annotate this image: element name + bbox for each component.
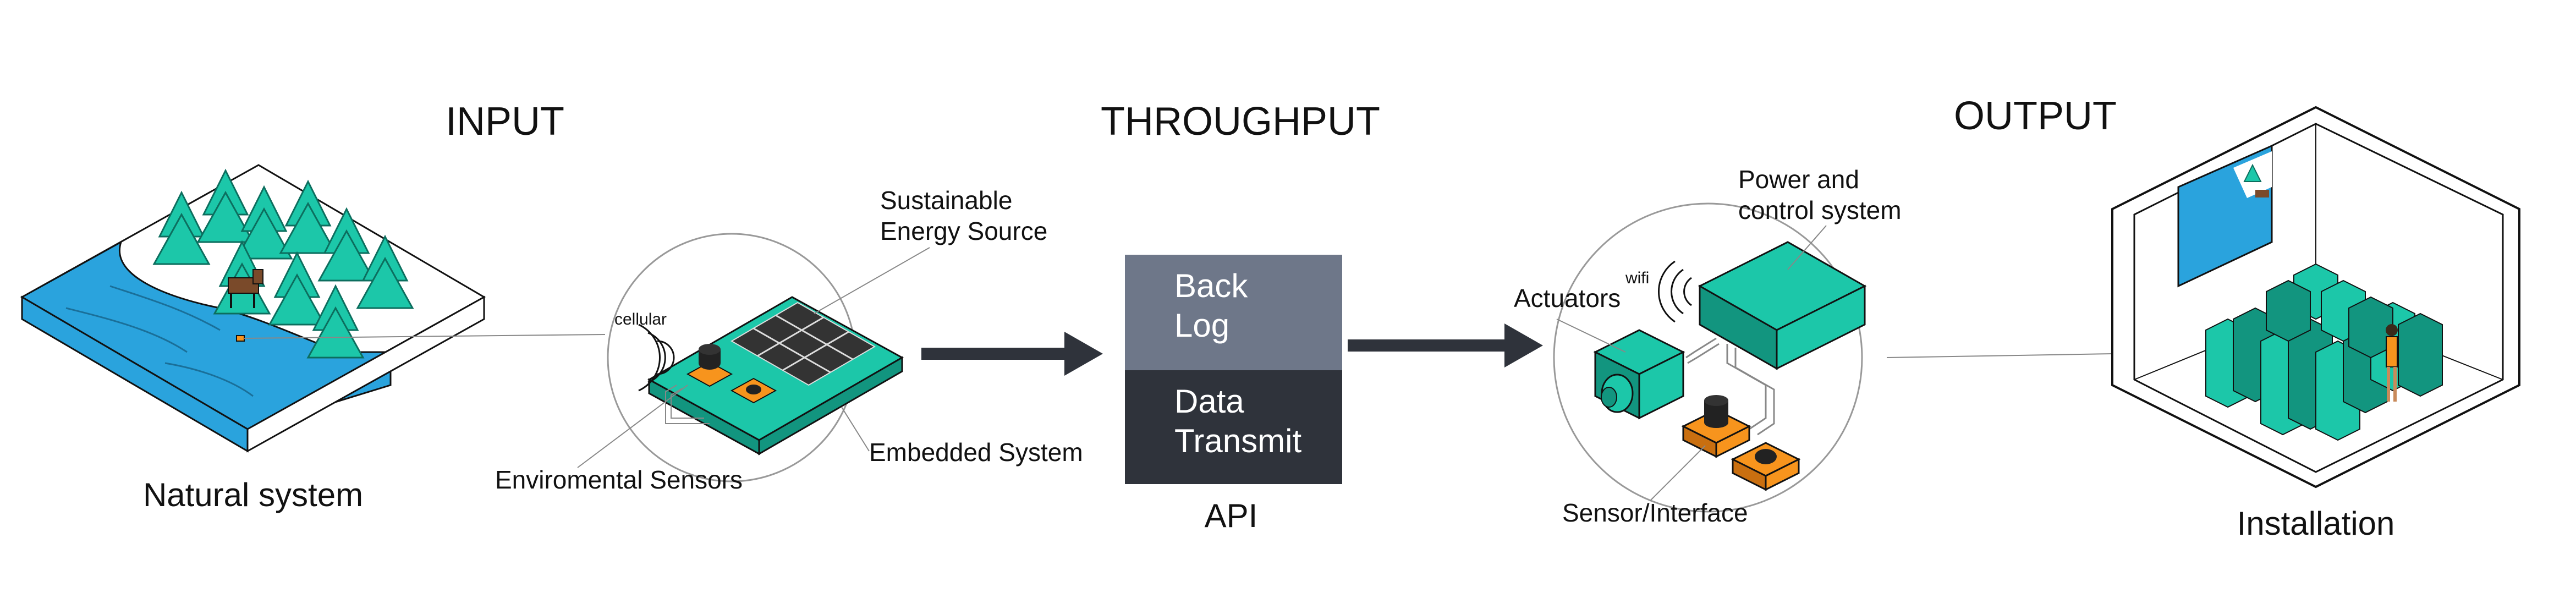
wifi-signal-icon: [1657, 260, 1692, 323]
data-transmit-box: [1125, 370, 1342, 484]
data-transmit-label-line1: Data: [1174, 383, 1244, 420]
throughput-heading: THROUGHPUT: [1101, 100, 1380, 144]
person-figure: [2386, 324, 2398, 402]
embedded-board: [647, 296, 904, 456]
api-label: API: [1205, 497, 1258, 534]
sensor-interface-leader: [1650, 445, 1706, 501]
actuator-motor-icon: [1593, 329, 1685, 420]
field-sensor-icon: [236, 335, 245, 342]
flow-arrow-input-to-throughput: [921, 332, 1103, 376]
horse-icon: [228, 269, 263, 308]
actuators-leader: [1556, 319, 1626, 353]
connector-line: [244, 334, 606, 339]
installation-label: Installation: [2237, 505, 2395, 542]
back-log-label-line1: Back: [1174, 267, 1248, 304]
power-control-label-line2: control system: [1738, 196, 1902, 224]
power-control-box: [1698, 241, 1867, 370]
sensor-interface-module-icon: [1681, 395, 1801, 491]
natural-system-label: Natural system: [143, 476, 363, 513]
environmental-sensors-label: Enviromental Sensors: [495, 465, 743, 494]
pillar-grid: [2205, 263, 2443, 441]
natural-system-illustration: [20, 164, 486, 453]
solar-panel-icon: [730, 301, 876, 386]
actuators-label: Actuators: [1514, 284, 1621, 312]
wiring: [1685, 337, 1775, 436]
back-log-box: [1125, 255, 1342, 370]
projection-window: [2177, 144, 2273, 288]
power-control-leader: [1787, 225, 1827, 270]
installation-room-illustration: [2111, 106, 2520, 489]
power-control-label-line1: Power and: [1738, 165, 1859, 194]
flow-arrow-throughput-to-output: [1348, 323, 1543, 367]
embedded-system-label: Embedded System: [869, 438, 1083, 467]
api-stack: Back Log Data Transmit: [1125, 255, 1342, 484]
input-heading: INPUT: [446, 100, 564, 144]
data-transmit-label-line2: Transmit: [1174, 423, 1301, 459]
cellular-label: cellular: [614, 310, 667, 328]
environmental-sensors-leader: [577, 385, 688, 468]
sustainable-energy-label-line1: Sustainable: [880, 186, 1012, 215]
wifi-label: wifi: [1625, 269, 1649, 287]
sustainable-energy-leader: [814, 247, 930, 314]
sensor-module-icon: [686, 344, 777, 404]
embedded-system-leader: [841, 407, 870, 452]
sensor-interface-label: Sensor/Interface: [1562, 498, 1748, 527]
sustainable-energy-label-line2: Energy Source: [880, 217, 1047, 245]
cellular-signal-icon: [638, 323, 675, 392]
back-log-label-line2: Log: [1174, 307, 1229, 344]
output-heading: OUTPUT: [1954, 94, 2117, 138]
